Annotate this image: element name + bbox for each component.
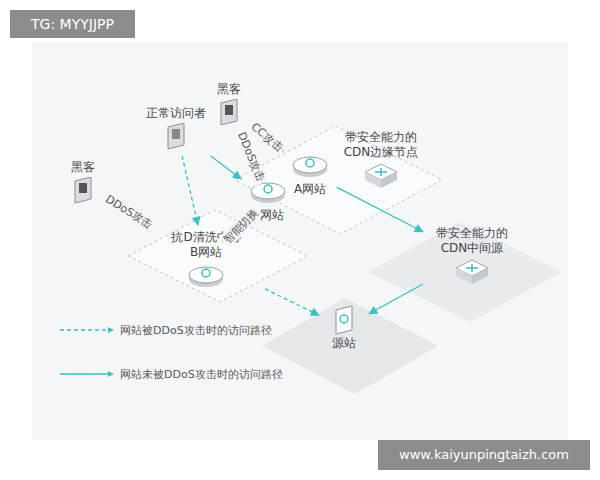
node-label: 正常访问者	[140, 106, 212, 121]
cube-icon	[452, 258, 492, 286]
legend-text: 网站未被DDoS攻击时的访问路径	[120, 367, 283, 382]
hacker-icon	[209, 99, 249, 127]
legend-text: 网站被DDoS攻击时的访问路径	[120, 323, 272, 338]
device-icon	[186, 262, 226, 290]
node-label: 带安全能力的 CDN边缘节点	[338, 130, 424, 160]
node-label: B网站	[150, 245, 262, 260]
node-label: 黑客	[60, 160, 106, 175]
mid-platform	[368, 222, 562, 322]
node-text-group: 带安全能力的 CDN边缘节点	[338, 130, 424, 192]
node-label: 黑客	[206, 82, 252, 97]
connector	[211, 156, 241, 179]
diagram-ground	[32, 42, 568, 440]
hacker-icon	[63, 177, 103, 205]
node-box: 正常访问者	[140, 106, 212, 153]
cube-icon	[361, 162, 401, 190]
watermark-tag: TG: MYYJJPP	[10, 10, 135, 38]
origin-platform	[262, 298, 438, 394]
connector	[337, 187, 423, 231]
node-box: 带安全能力的 CDN中间源	[426, 226, 518, 288]
visitor-icon	[156, 123, 196, 151]
legend-solid-sample	[60, 373, 108, 374]
node-label: 源站	[322, 336, 366, 351]
node-label: A网站	[286, 182, 334, 197]
server-icon	[324, 306, 364, 334]
node-box: 黑客	[60, 160, 106, 207]
watermark-url: www.kaiyunpingtaizh.com	[378, 440, 590, 470]
legend-dashed-sample	[60, 329, 108, 330]
node-box: A网站	[286, 150, 334, 197]
connector	[369, 284, 423, 314]
connector	[182, 156, 198, 225]
node-box: 源站	[322, 304, 366, 351]
node-label: 带安全能力的 CDN中间源	[426, 226, 518, 256]
node-box: 抗D清洗中心B网站	[150, 228, 262, 292]
legend-arrowhead	[108, 327, 114, 333]
legend-arrowhead	[108, 371, 114, 377]
device-icon	[290, 152, 330, 180]
connector	[265, 289, 319, 315]
node-box: 黑客	[206, 82, 252, 129]
